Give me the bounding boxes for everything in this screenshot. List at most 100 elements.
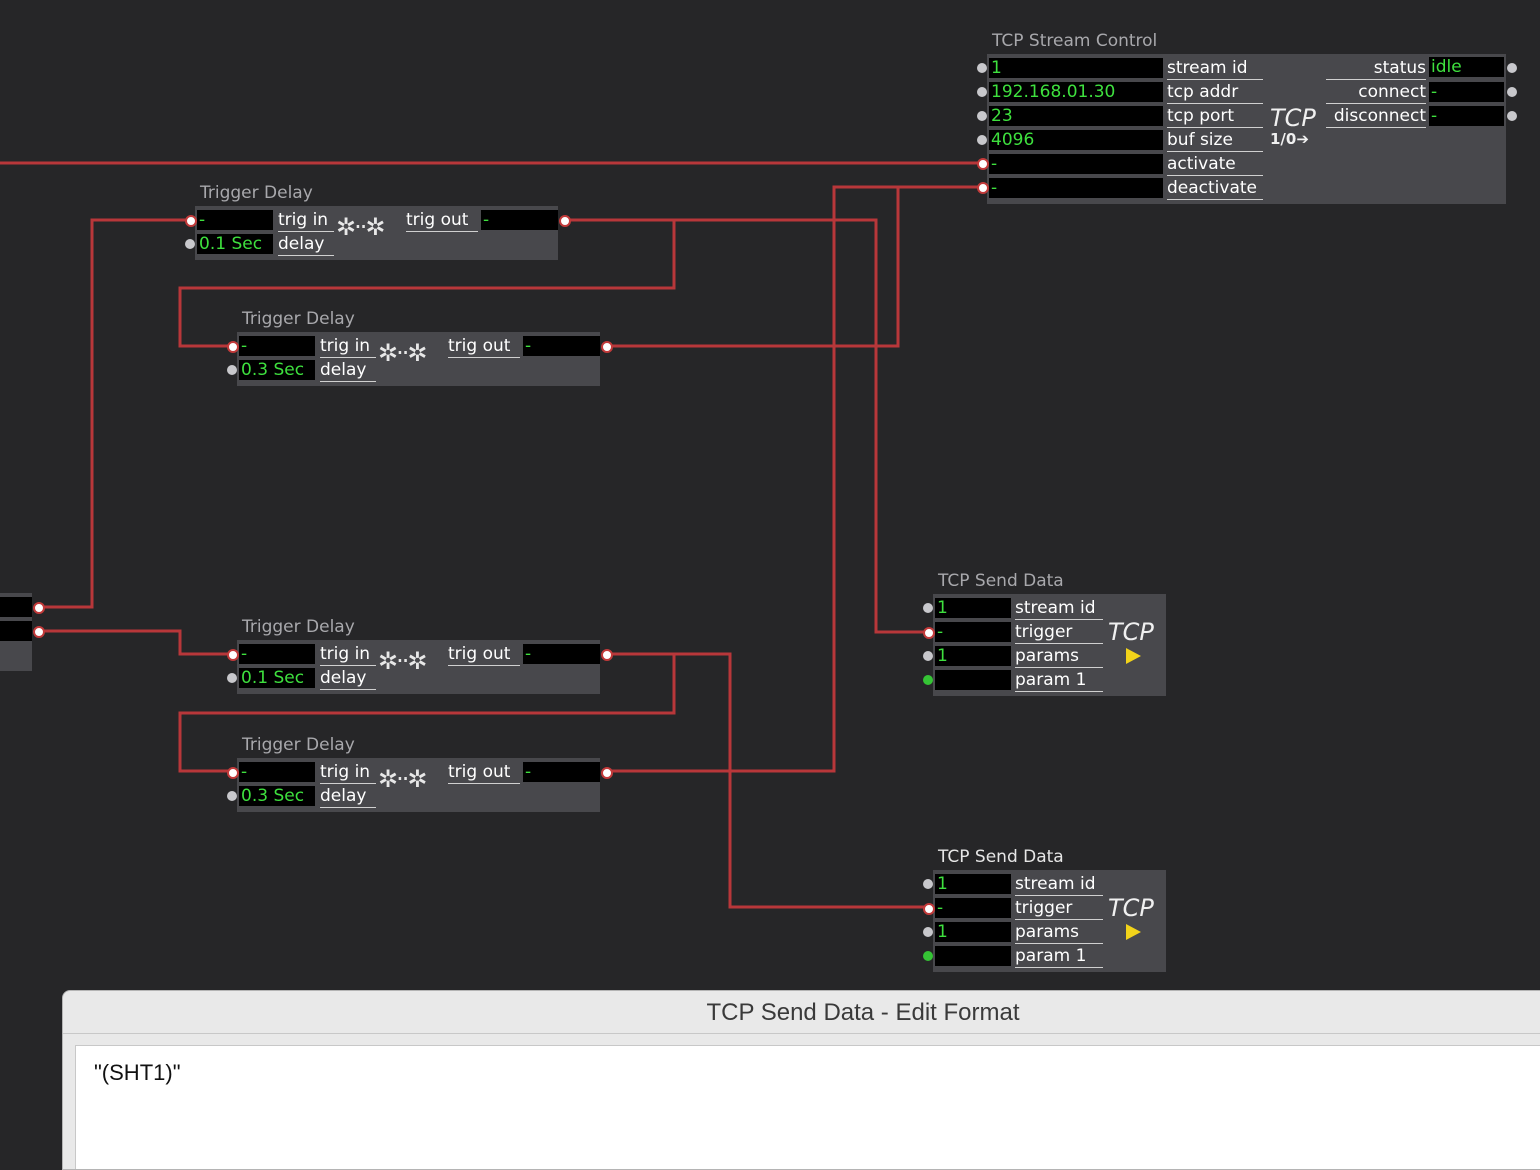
deactivate-field[interactable]: - bbox=[989, 178, 1163, 198]
stream-id-input-port[interactable] bbox=[977, 63, 987, 73]
tcp-addr-field[interactable]: 192.168.01.30 bbox=[989, 82, 1163, 102]
delay-sparks-icon: ✲··✲ bbox=[378, 765, 428, 793]
format-text[interactable]: "(SHT1)" bbox=[94, 1060, 181, 1085]
tcp-addr-input-port[interactable] bbox=[977, 87, 987, 97]
format-editor[interactable]: "(SHT1)" bbox=[75, 1045, 1540, 1169]
trig-out-port[interactable] bbox=[601, 341, 613, 353]
trig-out-port[interactable] bbox=[601, 767, 613, 779]
send-data-title: TCP Send Data bbox=[938, 571, 1064, 591]
send-param1-label: param 1 bbox=[1015, 670, 1103, 692]
trig-out-port[interactable] bbox=[559, 215, 571, 227]
send-params-port[interactable] bbox=[923, 927, 933, 937]
delay-label: delay bbox=[320, 360, 376, 382]
trig-in-field[interactable]: - bbox=[239, 762, 315, 782]
trig-in-label: trig in bbox=[320, 644, 376, 666]
delay-input-port[interactable] bbox=[185, 239, 195, 249]
send-params-label: params bbox=[1015, 922, 1103, 944]
delay-input-port[interactable] bbox=[227, 673, 237, 683]
status-field: idle bbox=[1429, 57, 1504, 77]
tcp-logo-icon: TCP bbox=[1108, 894, 1154, 922]
send-stream-id-port[interactable] bbox=[923, 603, 933, 613]
activate-input-port[interactable] bbox=[977, 158, 989, 170]
cable-delay3-to-send2 bbox=[606, 652, 928, 909]
offscreen-field-2[interactable] bbox=[0, 621, 32, 641]
deactivate-label: deactivate bbox=[1167, 178, 1263, 200]
trig-in-port[interactable] bbox=[227, 341, 239, 353]
send-trigger-field[interactable]: - bbox=[935, 622, 1011, 642]
connect-field: - bbox=[1429, 82, 1504, 102]
cable-stub-to-delay1 bbox=[37, 218, 190, 609]
trig-in-label: trig in bbox=[278, 210, 334, 232]
status-output-port[interactable] bbox=[1507, 63, 1517, 73]
send-trigger-field[interactable]: - bbox=[935, 898, 1011, 918]
trig-out-field: - bbox=[481, 210, 558, 230]
trig-out-field: - bbox=[523, 762, 600, 782]
buf-size-field[interactable]: 4096 bbox=[989, 130, 1163, 150]
buf-size-input-port[interactable] bbox=[977, 135, 987, 145]
trig-in-field[interactable]: - bbox=[239, 336, 315, 356]
send-stream-id-port[interactable] bbox=[923, 879, 933, 889]
send-params-port[interactable] bbox=[923, 651, 933, 661]
trigger-delay-title: Trigger Delay bbox=[242, 735, 355, 755]
trig-in-port[interactable] bbox=[227, 767, 239, 779]
tcp-port-input-port[interactable] bbox=[977, 111, 987, 121]
tcp-port-field[interactable]: 23 bbox=[989, 106, 1163, 126]
tcp-logo-icon: TCP bbox=[1108, 618, 1154, 646]
trig-in-port[interactable] bbox=[185, 215, 197, 227]
cable-delay2-to-deactivate bbox=[606, 185, 985, 348]
stream-id-label: stream id bbox=[1167, 58, 1263, 80]
trig-out-label: trig out bbox=[448, 644, 520, 666]
delay-field[interactable]: 0.3 Sec bbox=[239, 786, 315, 806]
send-trigger-port[interactable] bbox=[923, 627, 935, 639]
cable-stub-to-delay3 bbox=[37, 629, 232, 656]
trig-out-field: - bbox=[523, 644, 600, 664]
delay-input-port[interactable] bbox=[227, 365, 237, 375]
disconnect-field: - bbox=[1429, 106, 1504, 126]
stream-control-title: TCP Stream Control bbox=[992, 31, 1158, 51]
send-stream-id-field[interactable]: 1 bbox=[935, 598, 1011, 618]
offscreen-actor[interactable] bbox=[0, 593, 32, 671]
trig-out-port[interactable] bbox=[601, 649, 613, 661]
send-param1-field[interactable] bbox=[935, 946, 1011, 966]
play-icon[interactable] bbox=[1126, 648, 1141, 664]
trig-in-label: trig in bbox=[320, 336, 376, 358]
send-param1-field[interactable] bbox=[935, 670, 1011, 690]
offscreen-output-port-1[interactable] bbox=[33, 602, 45, 614]
send-stream-id-field[interactable]: 1 bbox=[935, 874, 1011, 894]
play-icon[interactable] bbox=[1126, 924, 1141, 940]
delay-field[interactable]: 0.1 Sec bbox=[239, 668, 315, 688]
delay-sparks-icon: ✲··✲ bbox=[378, 339, 428, 367]
trigger-delay-title: Trigger Delay bbox=[242, 617, 355, 637]
delay-field[interactable]: 0.1 Sec bbox=[197, 234, 273, 254]
buf-size-label: buf size bbox=[1167, 130, 1263, 152]
trig-in-port[interactable] bbox=[227, 649, 239, 661]
send-params-field[interactable]: 1 bbox=[935, 646, 1011, 666]
activate-field[interactable]: - bbox=[989, 154, 1163, 174]
cable-delay1-to-send1 bbox=[565, 218, 928, 634]
send-param1-port[interactable] bbox=[923, 675, 933, 685]
disconnect-output-port[interactable] bbox=[1507, 111, 1517, 121]
offscreen-field-1[interactable] bbox=[0, 597, 32, 617]
trig-in-field[interactable]: - bbox=[239, 644, 315, 664]
deactivate-input-port[interactable] bbox=[977, 182, 989, 194]
tcp-logo-icon: TCP bbox=[1270, 104, 1316, 132]
delay-field[interactable]: 0.3 Sec bbox=[239, 360, 315, 380]
stream-id-field[interactable]: 1 bbox=[989, 58, 1163, 78]
send-param1-port[interactable] bbox=[923, 951, 933, 961]
send-trigger-port[interactable] bbox=[923, 903, 935, 915]
trig-in-field[interactable]: - bbox=[197, 210, 273, 230]
trig-out-label: trig out bbox=[448, 336, 520, 358]
cable-delay4-to-deactivate bbox=[606, 185, 985, 773]
send-trigger-label: trigger bbox=[1015, 622, 1103, 644]
edit-format-dialog[interactable]: TCP Send Data - Edit Format "(SHT1)" bbox=[62, 990, 1540, 1170]
send-stream-id-label: stream id bbox=[1015, 874, 1103, 896]
io-arrow-icon: 1/0➔ bbox=[1270, 130, 1309, 148]
offscreen-output-port-2[interactable] bbox=[33, 626, 45, 638]
delay-input-port[interactable] bbox=[227, 791, 237, 801]
trigger-delay-title: Trigger Delay bbox=[200, 183, 313, 203]
send-params-field[interactable]: 1 bbox=[935, 922, 1011, 942]
send-stream-id-label: stream id bbox=[1015, 598, 1103, 620]
connect-output-port[interactable] bbox=[1507, 87, 1517, 97]
trig-in-label: trig in bbox=[320, 762, 376, 784]
